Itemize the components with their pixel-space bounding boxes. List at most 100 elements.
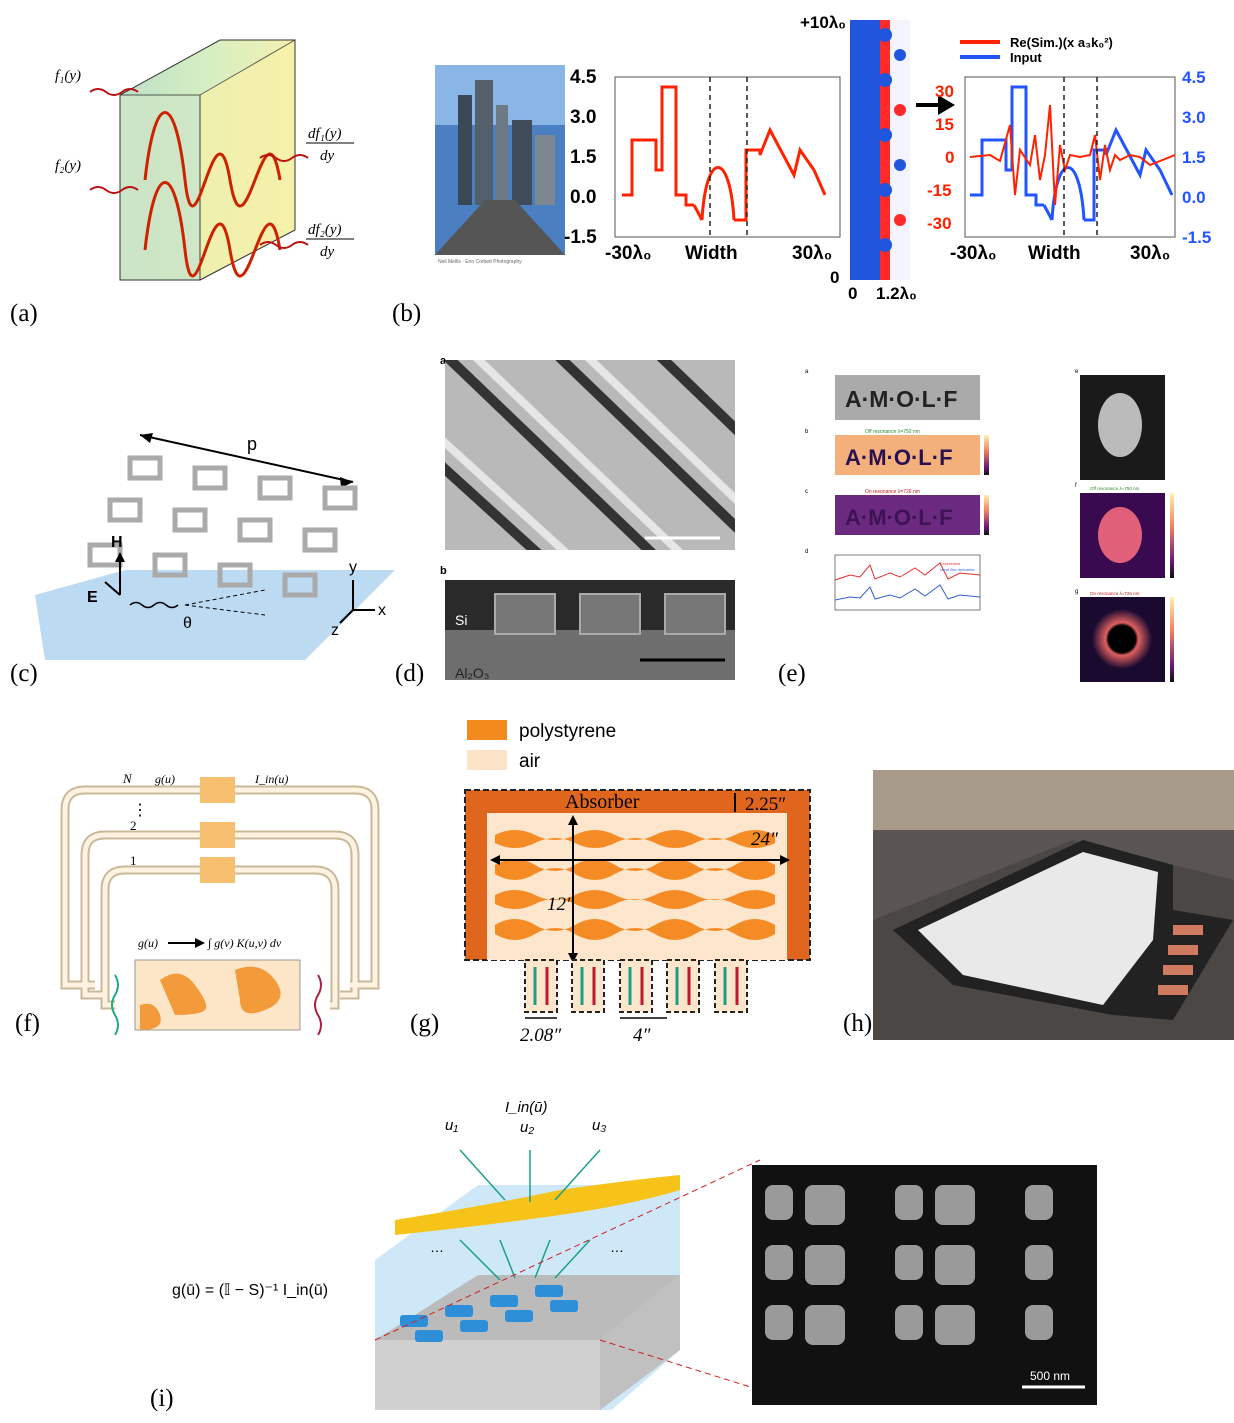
ytick: 3.0 xyxy=(570,107,596,128)
si-label: Si xyxy=(455,612,467,628)
out-xleft: -30λ₀ xyxy=(950,243,997,264)
ytick: 0.0 xyxy=(570,187,596,208)
equation: g(ū) = (𝕀 − S)⁻¹ I_in(ū) xyxy=(172,1282,328,1299)
yleft: -15 xyxy=(927,181,952,200)
u1-label: u₁ xyxy=(445,1117,458,1134)
label-b: (b) xyxy=(392,300,422,327)
legend-ideal: Ideal 2nd derivative xyxy=(940,567,975,572)
dots-left: … xyxy=(430,1239,444,1255)
e-sub-f: f xyxy=(1075,483,1077,489)
ytick: 4.5 xyxy=(570,67,597,88)
p-label: p xyxy=(247,434,257,454)
theta-label: θ xyxy=(183,615,192,632)
strip-x1: 1.2λ₀ xyxy=(876,284,917,300)
iin-top: I_in(u) xyxy=(254,772,288,786)
panel-a-diagram: f₁(y) f₂(y) df₁(y) dy df₂(y) dy xyxy=(55,39,354,281)
on-res-g: On resonance λ=726 nm xyxy=(1090,591,1140,596)
d-sub-b: b xyxy=(440,565,447,577)
panel-c-diagram: p H E θ y x z xyxy=(35,433,395,660)
e-logo-a: A·M·O·L·F xyxy=(845,386,957,412)
label-f: (f) xyxy=(15,1010,40,1037)
x-axis-label: x xyxy=(378,602,386,619)
label-h: (h) xyxy=(843,1010,873,1037)
n1-label: 1 xyxy=(130,853,137,868)
N-label: N xyxy=(122,771,133,786)
e-sub-d: d xyxy=(805,549,808,555)
xtick-right: 30λ₀ xyxy=(792,243,832,264)
yleft: -30 xyxy=(927,214,952,233)
dim-208: 2.08″ xyxy=(520,1025,562,1045)
z-axis-label: z xyxy=(331,622,339,639)
strip-x0: 0 xyxy=(848,284,857,300)
df2-label: df₂(y) xyxy=(308,222,342,238)
yright: -1.5 xyxy=(1182,228,1211,247)
e-sub-b: b xyxy=(805,429,809,435)
panel-g-diagram: polystyrene air Absorber 2.25″ 24″ 12″ 2… xyxy=(464,720,811,1045)
on-res-c: On resonance λ=726 nm xyxy=(865,489,920,495)
panel-d-sem: a b Si Al₂O₃ xyxy=(440,355,735,681)
panel-h-photo xyxy=(873,770,1234,1040)
label-i: (i) xyxy=(150,1385,174,1412)
label-d: (d) xyxy=(395,660,425,687)
label-g: (g) xyxy=(410,1010,440,1037)
scale-bar-label: 500 nm xyxy=(1030,1369,1070,1383)
n2-label: 2 xyxy=(130,818,137,833)
panel-f-diagram: N ⋮ 2 1 g(u) I_in(u) g(u) ∫ g(v) K(u,v) … xyxy=(60,771,380,1035)
output-plot: 30 15 0 -15 -30 4.5 3.0 1.5 0.0 -1.5 -30… xyxy=(927,68,1211,264)
input-plot: 4.5 3.0 1.5 0.0 -1.5 -30λ₀ Width 30λ₀ xyxy=(564,67,841,264)
photo-caption: Neil Mellis · Erin Corbett Photography xyxy=(438,259,522,265)
u2-label: u₂ xyxy=(520,1119,534,1136)
gu-kernel: g(u) xyxy=(138,936,158,950)
e-sub-c: c xyxy=(805,489,808,495)
dim-225: 2.25″ xyxy=(745,794,786,815)
dim-4: 4″ xyxy=(633,1025,652,1045)
label-a: (a) xyxy=(10,300,38,327)
legend-sim: Re(Sim.)(x a₃k₀²) xyxy=(1010,35,1113,50)
label-e: (e) xyxy=(778,660,806,687)
df1-label: df₁(y) xyxy=(308,126,342,142)
yleft: 15 xyxy=(935,115,954,134)
legend-polystyrene: polystyrene xyxy=(519,721,616,742)
H-label: H xyxy=(111,534,123,551)
f1-label: f₁(y) xyxy=(55,68,81,84)
yright: 4.5 xyxy=(1182,68,1206,87)
e-sub-a: a xyxy=(805,369,809,375)
e-logo-b: A·M·O·L·F xyxy=(845,445,953,470)
f-dots: ⋮ xyxy=(132,802,148,819)
yright: 3.0 xyxy=(1182,108,1206,127)
absorber-label: Absorber xyxy=(565,791,640,813)
panel-b-figure: Neil Mellis · Erin Corbett Photography 4… xyxy=(435,13,1211,300)
y-axis-label: y xyxy=(349,559,357,576)
ytick: 1.5 xyxy=(570,147,597,168)
yleft: 30 xyxy=(935,82,954,101)
xtick-left: -30λ₀ xyxy=(605,243,652,264)
out-xmid: Width xyxy=(1028,243,1081,264)
d-sub-a: a xyxy=(440,355,447,367)
city-photo: Neil Mellis · Erin Corbett Photography xyxy=(435,65,565,265)
dy-label-1: dy xyxy=(320,148,335,164)
e-sub-g: g xyxy=(1075,589,1078,595)
field-strip: +10λ₀ 0 0 1.2λ₀ xyxy=(800,13,917,300)
dots-right: … xyxy=(610,1239,624,1255)
label-c: (c) xyxy=(10,660,38,687)
gu-top: g(u) xyxy=(155,772,175,786)
e-logo-c: A·M·O·L·F xyxy=(845,505,953,530)
ytick: -1.5 xyxy=(564,227,597,248)
out-xright: 30λ₀ xyxy=(1130,243,1170,264)
u3-label: u₃ xyxy=(592,1117,606,1134)
yright: 0.0 xyxy=(1182,188,1206,207)
strip-top: +10λ₀ xyxy=(800,13,846,32)
dim-12: 12″ xyxy=(547,894,575,915)
kernel-label: ∫ g(v) K(u,v) dv xyxy=(207,936,282,950)
e-sub-e: e xyxy=(1075,369,1079,375)
iin-label: I_in(ū) xyxy=(505,1099,548,1116)
legend-exp: Experiment xyxy=(940,561,961,566)
dim-24: 24″ xyxy=(751,829,779,850)
al2o3-label: Al₂O₃ xyxy=(455,665,489,681)
legend-input: Input xyxy=(1010,50,1042,65)
yleft: 0 xyxy=(945,148,954,167)
off-res-b: Off resonance λ=750 nm xyxy=(865,429,920,435)
legend-air: air xyxy=(519,751,541,772)
panel-e-figure: a A·M·O·L·F b Off resonance λ=750 nm A·M… xyxy=(805,369,1174,682)
xlabel: Width xyxy=(685,243,738,264)
